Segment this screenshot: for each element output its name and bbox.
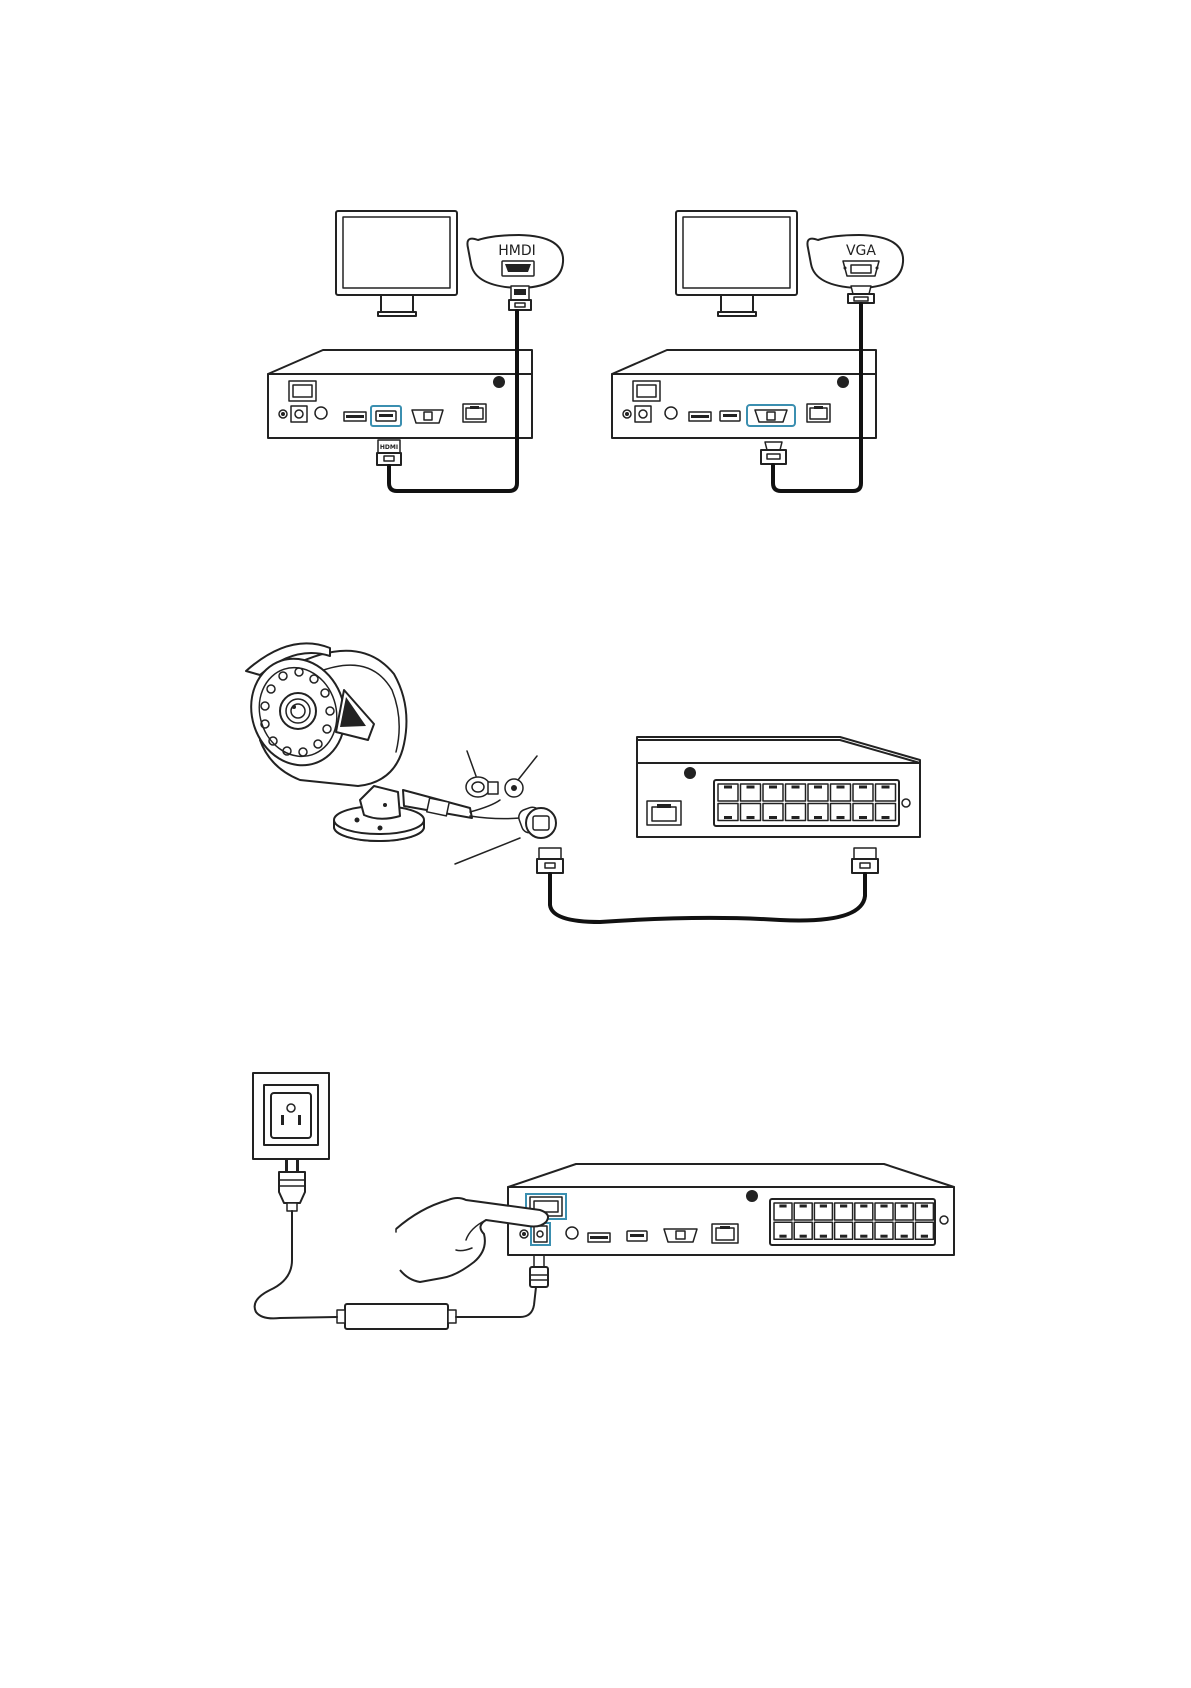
ethernet-port [835, 1222, 853, 1239]
camera-connection-group [238, 643, 920, 922]
nvr-recorder-icon [612, 350, 876, 438]
ethernet-port [855, 1222, 873, 1239]
dc-jack-pigtail [466, 751, 498, 797]
ethernet-port [855, 1203, 873, 1220]
poe-port-bank [714, 780, 899, 826]
ethernet-port [786, 784, 806, 801]
wall-outlet-icon [253, 1073, 329, 1159]
ethernet-port [718, 804, 738, 821]
hdmi-port-icon [502, 261, 534, 276]
vga-connection-group: VGA [612, 211, 903, 491]
vga-port-icon [843, 261, 879, 276]
ethernet-port [794, 1203, 812, 1220]
ethernet-port [915, 1203, 933, 1220]
ethernet-port [808, 804, 828, 821]
ethernet-plug-icon [852, 848, 878, 873]
ethernet-cable [550, 874, 865, 922]
nvr-port-bank [770, 1199, 935, 1245]
ethernet-port [895, 1222, 913, 1239]
bullet-camera-icon [238, 643, 520, 841]
power-connection-group [253, 1073, 954, 1329]
ethernet-plug-icon [537, 848, 563, 873]
ethernet-port [875, 1203, 893, 1220]
monitor-icon [336, 211, 457, 316]
ethernet-port [915, 1222, 933, 1239]
ethernet-port [763, 804, 783, 821]
ethernet-port [831, 784, 851, 801]
power-cable-dc [456, 1287, 536, 1317]
ethernet-port [831, 804, 851, 821]
ethernet-port [853, 784, 873, 801]
ethernet-port [895, 1203, 913, 1220]
vga-bubble-label: VGA [846, 243, 876, 259]
hdmi-callout: HMDI [467, 235, 563, 288]
ethernet-port [741, 784, 761, 801]
poe-switch-icon [637, 737, 920, 837]
ethernet-port [814, 1203, 832, 1220]
hdmi-bubble-label: HMDI [498, 243, 536, 259]
power-plug-icon [279, 1159, 305, 1211]
ethernet-port [763, 784, 783, 801]
ethernet-port [774, 1222, 792, 1239]
power-adapter-icon [337, 1304, 456, 1329]
vga-plug-icon [848, 286, 874, 303]
ethernet-port [808, 784, 828, 801]
monitor-icon [676, 211, 797, 316]
nvr-recorder-icon [268, 350, 532, 438]
vga-callout: VGA [807, 235, 903, 288]
hdmi-plug-icon [509, 286, 531, 310]
ethernet-port [835, 1203, 853, 1220]
reset-pigtail [505, 756, 537, 797]
ethernet-port [718, 784, 738, 801]
nvr-recorder-icon [508, 1164, 954, 1255]
hdmi-plug-label: HDMI [380, 444, 398, 451]
dc-plug-icon [530, 1255, 548, 1287]
ethernet-port [853, 804, 873, 821]
power-cable-ac [255, 1211, 337, 1318]
ethernet-port [876, 784, 896, 801]
hdmi-plug-icon: HDMI [377, 440, 401, 465]
ethernet-port [786, 804, 806, 821]
vga-plug-icon [761, 442, 786, 464]
ethernet-port [876, 804, 896, 821]
ethernet-port [814, 1222, 832, 1239]
ethernet-port [794, 1222, 812, 1239]
hdmi-connection-group: HMDI [268, 211, 563, 491]
ethernet-port [774, 1203, 792, 1220]
ethernet-port [741, 804, 761, 821]
ethernet-port [875, 1222, 893, 1239]
